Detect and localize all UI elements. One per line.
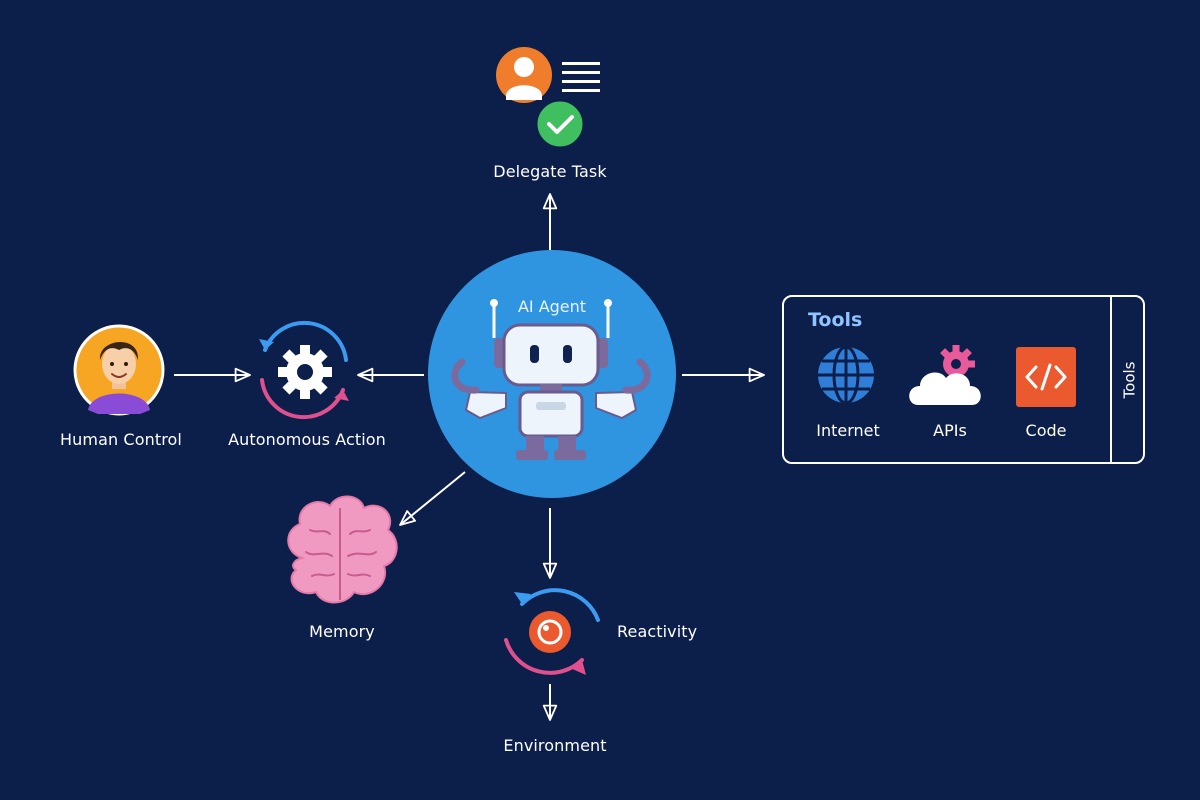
tools-panel: Tools Internet APIs Code Tools	[782, 295, 1145, 464]
delegate-task-label: Delegate Task	[493, 162, 607, 181]
gear-cycle-icon	[259, 320, 349, 420]
tools-divider	[1110, 297, 1112, 462]
eye-cycle-icon	[504, 588, 600, 675]
person-avatar-icon	[73, 324, 165, 416]
arrow-agent-to-memory	[399, 471, 466, 526]
tool-label-apis: APIs	[933, 421, 967, 440]
environment-label: Environment	[503, 736, 607, 755]
memory-label: Memory	[309, 622, 375, 641]
ai-agent-label: AI Agent	[517, 297, 587, 316]
user-checklist-icon	[496, 47, 600, 150]
brain-icon	[287, 495, 398, 604]
cloud-gear-icon	[909, 345, 981, 405]
tool-label-code: Code	[1025, 421, 1067, 440]
connector-arrows	[174, 193, 765, 721]
human-control-label: Human Control	[60, 430, 182, 449]
code-icon	[1016, 347, 1076, 407]
tools-side-label: Tools	[1113, 297, 1145, 462]
tools-title: Tools	[808, 309, 863, 331]
tool-label-internet: Internet	[816, 421, 880, 440]
robot-icon	[451, 299, 651, 460]
reactivity-label: Reactivity	[617, 622, 698, 641]
autonomous-action-label: Autonomous Action	[228, 430, 386, 449]
tools-side-label-text: Tools	[1120, 361, 1139, 398]
globe-icon	[818, 345, 874, 405]
